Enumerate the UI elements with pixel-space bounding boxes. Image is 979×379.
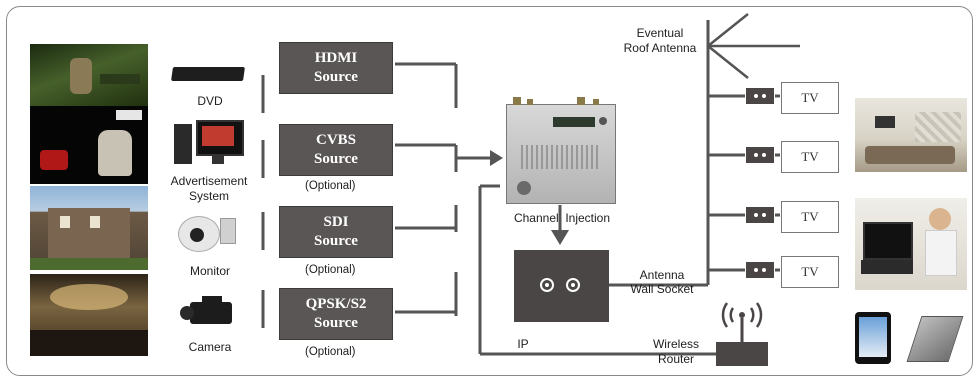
tv-box: TV xyxy=(781,201,839,233)
cvbs-source-box: CVBS Source xyxy=(279,124,393,176)
tv-box: TV xyxy=(781,82,839,114)
tv-box: TV xyxy=(781,141,839,173)
qpsk-source-line1: QPSK/S2 xyxy=(305,296,367,312)
tv-box: TV xyxy=(781,256,839,288)
monitor-scene-photo xyxy=(30,186,148,270)
ip-label: IP xyxy=(517,337,529,351)
laptop-icon xyxy=(906,312,964,364)
qpsk-source-line2: Source xyxy=(314,315,358,331)
sdi-source-box: SDI Source xyxy=(279,206,393,258)
tv-wall-socket xyxy=(746,147,774,163)
roof-antenna-icon xyxy=(707,13,800,79)
antenna-wall-socket-label: Antenna Wall Socket xyxy=(630,268,694,296)
computer-monitor-icon xyxy=(174,120,244,168)
device-label-dvd: DVD xyxy=(197,94,223,108)
hdmi-source-box: HDMI Source xyxy=(279,42,393,94)
dvd-player-icon xyxy=(171,67,245,81)
tv-room-photo xyxy=(855,198,967,290)
channel-injection-device xyxy=(506,97,616,204)
cvbs-source-line1: CVBS xyxy=(315,132,356,148)
tv-wall-socket xyxy=(746,207,774,223)
hdmi-source-line2: Source xyxy=(314,69,358,85)
channel-injection-label: Channel Injection xyxy=(513,211,611,225)
dvd-scene-photo xyxy=(30,44,148,106)
antenna-wall-socket-box xyxy=(514,250,609,322)
qpsk-source-box: QPSK/S2 Source xyxy=(279,288,393,340)
qpsk-optional-note: (Optional) xyxy=(305,346,356,358)
device-label-monitor: Monitor xyxy=(189,264,230,278)
hdmi-source-line1: HDMI xyxy=(314,50,358,66)
wireless-router-label: Wireless Router xyxy=(652,337,699,366)
tv-wall-socket xyxy=(746,88,774,104)
living-room-photo xyxy=(855,98,967,172)
camera-scene-photo xyxy=(30,274,148,356)
device-label-advertisement: Advertisement System xyxy=(170,174,248,203)
sdi-source-line1: SDI xyxy=(323,214,349,230)
cvbs-optional-note: (Optional) xyxy=(305,180,356,192)
tablet-icon xyxy=(855,312,891,364)
security-camera-icon xyxy=(178,214,238,254)
wireless-router-icon xyxy=(716,302,768,366)
device-label-camera: Camera xyxy=(188,340,232,354)
advertisement-scene-photo xyxy=(30,106,148,184)
socket-port-left-icon xyxy=(540,278,554,292)
sdi-source-line2: Source xyxy=(314,233,358,249)
tv-wall-socket xyxy=(746,262,774,278)
diagram-frame xyxy=(6,6,973,376)
socket-port-right-icon xyxy=(566,278,580,292)
cvbs-source-line2: Source xyxy=(314,151,358,167)
video-camera-icon xyxy=(180,296,240,330)
sdi-optional-note: (Optional) xyxy=(305,264,356,276)
roof-antenna-label: Eventual Roof Antenna xyxy=(623,26,697,55)
